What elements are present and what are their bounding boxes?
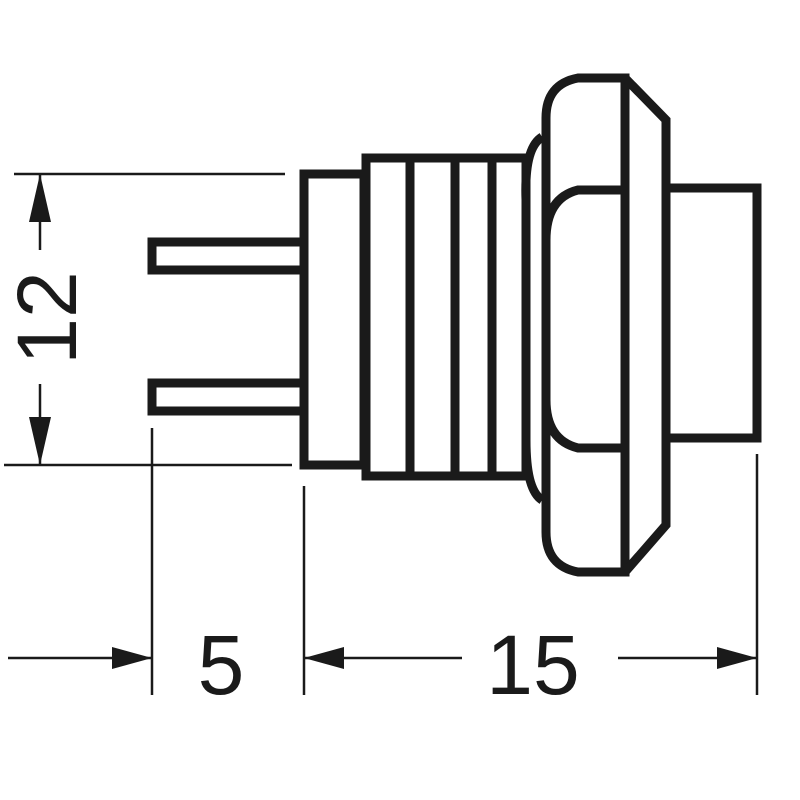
height-dimension-label: 12 [0,271,94,364]
pin-length-dimension-label: 5 [198,618,245,712]
thread-body [361,153,531,481]
lock-washer [521,133,545,504]
terminal-pins [147,237,309,416]
hex-nut-lower-face [541,399,625,453]
body-right-arrow [717,647,757,669]
hex-nut-upper-face [541,185,625,241]
upper-pin [147,237,309,275]
front-bezel [621,74,671,575]
actuator-cap [661,183,762,443]
dimension-arrows [29,174,757,669]
dimension-lines [4,172,759,695]
body-length-dimension-label: 15 [486,618,579,712]
height-bottom-arrow [29,417,51,465]
lower-pin [147,378,309,416]
pin-arrow [112,647,152,669]
hex-nut-outline [541,73,630,577]
height-top-arrow [29,174,51,222]
body-left-arrow [304,647,344,669]
rear-body-block [299,169,369,470]
threaded-bushing [361,153,531,481]
hex-nut [541,73,630,577]
